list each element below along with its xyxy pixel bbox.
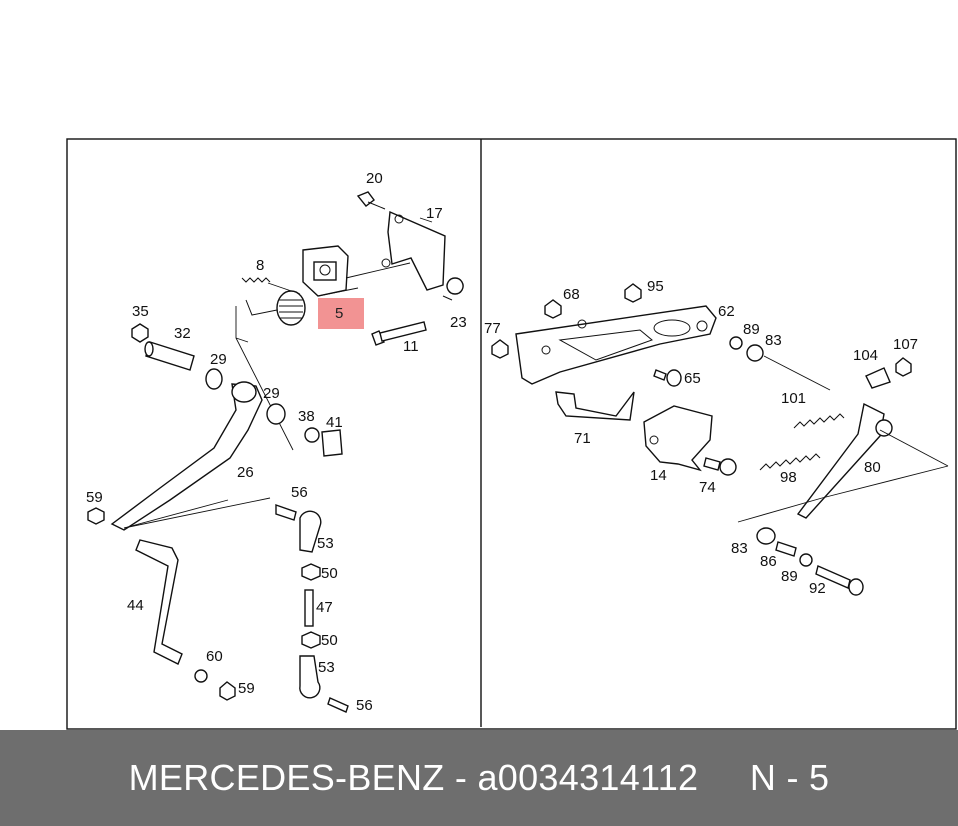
callout-label: 17	[426, 205, 443, 222]
part-68-nut	[544, 299, 562, 319]
callout-label: 32	[174, 325, 191, 342]
part-83-bushing-a	[746, 344, 764, 362]
part-8-spring	[241, 277, 271, 283]
callout-label: 65	[684, 370, 701, 387]
callout-label: 59	[86, 489, 103, 506]
left-panel	[87, 191, 464, 713]
callout-label: 11	[403, 338, 419, 355]
callout-label: 35	[132, 303, 149, 320]
callout-label: 50	[321, 565, 338, 582]
callout-label: 107	[893, 336, 918, 353]
callout-label: 23	[450, 314, 467, 331]
part-83-bushing-b	[756, 527, 776, 545]
part-50-nut-b	[301, 631, 321, 649]
diagram-frame	[66, 138, 957, 730]
callout-label: 86	[760, 553, 777, 570]
part-77-nut	[491, 339, 509, 359]
callout-label: 101	[781, 390, 806, 407]
callout-label: 80	[864, 459, 881, 476]
callout-label: 50	[321, 632, 338, 649]
part-74-bolt	[703, 457, 721, 471]
footer-gap	[698, 757, 750, 798]
callout-label: 41	[326, 414, 343, 431]
part-104-clip	[865, 367, 891, 389]
part-29-bushing-b	[266, 403, 286, 425]
callout-label: 89	[781, 568, 798, 585]
callout-label: 77	[484, 320, 501, 337]
part-11-bolt	[371, 330, 385, 346]
callout-label: 53	[318, 659, 335, 676]
callout-label: 56	[356, 697, 373, 714]
part-50-nut-a	[301, 563, 321, 581]
footer-position-label: N - 5	[749, 757, 830, 798]
callout-label: 62	[718, 303, 735, 320]
callout-label: 14	[650, 467, 667, 484]
callout-label: 26	[237, 464, 254, 481]
part-29-bushing-a	[205, 368, 223, 390]
callout-label: 92	[809, 580, 826, 597]
part-17-bracket	[387, 210, 446, 291]
callout-label: 29	[210, 351, 227, 368]
part-14-bracket	[643, 405, 713, 472]
callout-label: 53	[317, 535, 334, 552]
part-23-bolt	[446, 277, 464, 295]
part-26-pedal-lever	[110, 383, 263, 531]
callout-label: 8	[256, 257, 264, 274]
part-101-spring	[793, 413, 845, 429]
part-71-plate	[555, 391, 635, 421]
callout-label: 60	[206, 648, 223, 665]
part-89-washer-a	[729, 336, 743, 350]
part-47-threaded-rod	[304, 589, 314, 627]
right-panel	[491, 283, 949, 596]
right-callouts: 68 95 62 77 89 83 104 107 65 101 71 14 7…	[484, 278, 918, 597]
part-56-stud-a	[275, 504, 297, 521]
callout-label: 104	[853, 347, 878, 364]
part-80-lever	[796, 402, 885, 519]
part-65-bolt	[653, 369, 667, 381]
callout-label: 95	[647, 278, 664, 295]
callout-label: 56	[291, 484, 308, 501]
callout-label: 68	[563, 286, 580, 303]
part-86-sleeve	[775, 541, 797, 557]
callout-label-highlighted: 5	[335, 305, 343, 322]
callout-label: 71	[574, 430, 591, 447]
callout-label: 83	[765, 332, 782, 349]
callout-label: 89	[743, 321, 760, 338]
part-107-nut	[895, 357, 912, 377]
part-44-rod	[135, 539, 183, 665]
callout-label: 74	[699, 479, 716, 496]
callout-label: 83	[731, 540, 748, 557]
part-62-bracket	[515, 305, 717, 385]
part-92-bolt	[815, 565, 851, 589]
footer-caption: MERCEDES-BENZ - a0034314112 N - 5	[129, 757, 830, 799]
part-59-nut-a	[87, 507, 105, 525]
part-95-nut	[624, 283, 642, 303]
part-60-washer	[194, 669, 208, 683]
callout-label: 20	[366, 170, 383, 187]
callout-label: 47	[316, 599, 333, 616]
part-89-washer-b	[799, 553, 813, 567]
footer-brand: MERCEDES-BENZ	[128, 757, 445, 798]
part-torsion-spring	[276, 290, 306, 326]
footer-bar: MERCEDES-BENZ - a0034314112 N - 5	[0, 730, 958, 826]
part-98-spring	[759, 453, 821, 471]
part-53-ball-socket-a	[299, 510, 322, 553]
callout-label: 38	[298, 408, 315, 425]
part-59-nut-b	[219, 681, 236, 701]
part-53-ball-socket-b	[299, 655, 321, 699]
callout-label: 29	[263, 385, 280, 402]
footer-part-number: a0034314112	[477, 757, 699, 798]
part-41-clip	[321, 429, 343, 457]
callout-label: 44	[127, 597, 144, 614]
footer-separator: -	[444, 757, 478, 798]
callout-label: 98	[780, 469, 797, 486]
callout-label: 59	[238, 680, 255, 697]
highlight-part-5	[318, 298, 364, 329]
parts-diagram: 20 17 8 5 23 35 32 11 29 29 38 41 26 59 …	[66, 138, 957, 730]
part-56-stud-b	[327, 697, 349, 713]
part-38-ring	[304, 427, 320, 443]
left-callouts: 20 17 8 5 23 35 32 11 29 29 38 41 26 59 …	[86, 170, 467, 714]
part-35-nut	[131, 323, 149, 343]
